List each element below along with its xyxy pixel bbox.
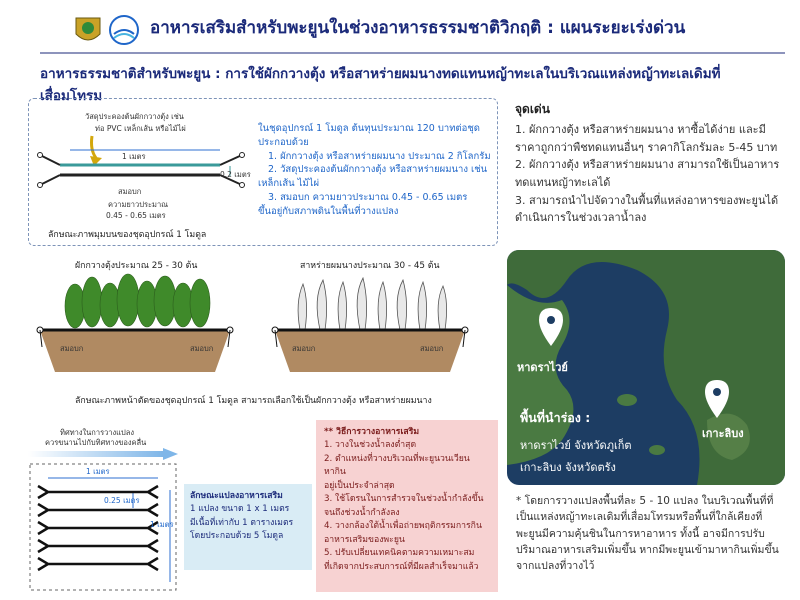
plot-length-label: 1 เมตร [86, 467, 110, 476]
plot-layout-diagram [29, 463, 177, 591]
plot-width-label: 1 เมตร [150, 520, 174, 529]
install-line: 4. วางกล้องใต้น้ำเพื่อถ่ายพฤติกรรมการกิน [324, 521, 482, 532]
info-line: ในชุดอุปกรณ์ 1 โมดูล ต้นทุนประมาณ 120 บา… [258, 123, 480, 134]
info-line: 3. สมอบก ความยาวประมาณ 0.45 - 0.65 เมตร [268, 191, 468, 203]
anchor-left-label: สมอบก [60, 344, 84, 353]
map-label-libong: เกาะลิบง [702, 427, 744, 440]
location-pin-icon [539, 308, 563, 346]
anchor-left-label-2: สมอบก [292, 344, 316, 353]
info-line: ขึ้นอยู่กับสภาพดินในพื้นที่วางแปลง [258, 205, 399, 217]
device-info: ในชุดอุปกรณ์ 1 โมดูล ต้นทุนประมาณ 120 บา… [258, 122, 498, 218]
device-width-label: 0.2 เมตร [220, 170, 251, 179]
install-line: จนถึงช่วงน้ำกำลังลง [324, 507, 400, 518]
seal-logo-left [72, 12, 104, 48]
install-line: 2. ตำแหน่งที่วางบริเวณที่พะยูนวนเวียนหาก… [324, 453, 470, 478]
title-divider [40, 52, 785, 54]
location-pin-icon [705, 380, 729, 418]
install-line: ที่เกิดจากประสบการณ์ที่มีผลสำเร็จมาแล้ว [324, 561, 479, 572]
plot-box-line: มีเนื้อที่เท่ากับ 1 ตารางเมตร [190, 517, 294, 528]
plot-box-line: โดยประกอบด้วย 5 โมดูล [190, 530, 284, 541]
device-caption: ลักษณะภาพมุมบนของชุดอุปกรณ์ 1 โมดูล [48, 230, 207, 240]
plot-box-title: ลักษณะแปลงอาหารเสริม [190, 491, 283, 501]
install-title: ** วิธีการวางอาหารเสริม [324, 427, 420, 437]
highlights: จุดเด่น 1. ผักกวางตุ้ง หรือสาหร่ายผมนาง … [515, 100, 785, 227]
seaweed-cross-section [271, 276, 469, 372]
device-top-view [37, 135, 245, 188]
pilot-area-map [507, 250, 785, 485]
anchor-length-1: ความยาวประมาณ [108, 200, 169, 209]
page-title: อาหารเสริมสำหรับพะยูนในช่วงอาหารธรรมชาติ… [150, 18, 686, 38]
plot-gap-label: 0.25 เมตร [104, 496, 140, 505]
highlight-item: 2. ผักกวางตุ้ง หรือสาหร่ายผมนาง สามารถใช… [515, 158, 780, 189]
device-length-label: 1 เมตร [122, 152, 146, 161]
plot-box-line: 1 แปลง ขนาด 1 x 1 เมตร [190, 504, 290, 515]
pilot-area-2: เกาะลิบง จังหวัดตรัง [520, 461, 616, 474]
anchor-right-label: สมอบก [190, 344, 214, 353]
direction-label-1: ทิศทางในการวางแปลง [60, 428, 135, 437]
install-line: อาหารเสริมของพะยูน [324, 534, 405, 545]
map-label-rawai: หาดราไวย์ [517, 361, 568, 374]
info-line: 1. ผักกวางตุ้ง หรือสาหร่ายผมนาง ประมาณ 2… [268, 150, 491, 162]
anchor-right-label-2: สมอบก [420, 344, 444, 353]
direction-label-2: ควรขนานไปกับทิศทางของคลื่น [45, 438, 147, 447]
seaweed-title: สาหร่ายผมนางประมาณ 30 - 45 ต้น [300, 261, 440, 271]
install-method-box: ** วิธีการวางอาหารเสริม 1. วางในช่วงน้ำล… [316, 420, 498, 592]
bokchoy-cross-section [36, 273, 234, 372]
highlight-item: 3. สามารถนำไปจัดวางในพื้นที่แหล่งอาหารขอ… [515, 193, 779, 225]
pilot-title: พื้นที่นำร่อง : [520, 410, 591, 425]
info-line: 2. วัสดุประคองต้นผักกวางตุ้ง หรือสาหร่าย… [268, 164, 488, 176]
page-subtitle: อาหารธรรมชาติสำหรับพะยูน : การใช้ผักกวาง… [40, 66, 721, 104]
install-line: 5. ปรับเปลี่ยนเทคนิคตามความเหมาะสม [324, 548, 475, 559]
info-line: เหล็กเส้น ไม้ไผ่ [258, 178, 320, 190]
device-anchor-label: สมอบก [118, 187, 142, 196]
highlight-item: 1. ผักกวางตุ้ง หรือสาหร่ายผมนาง หาซื้อได… [515, 123, 778, 154]
material-label-1: วัสดุประคองต้นผักกวางตุ้ง เช่น [85, 112, 184, 121]
cross-section-caption: ลักษณะภาพหน้าตัดของชุดอุปกรณ์ 1 โมดูล สา… [75, 396, 432, 406]
material-label-2: ท่อ PVC เหล็กเส้น หรือไม้ไผ่ [95, 124, 186, 133]
footnote: * โดยการวางแปลงพื้นที่ละ 5 - 10 แปลง ในบ… [516, 495, 779, 573]
highlights-title: จุดเด่น [515, 102, 550, 116]
device-panel [28, 98, 498, 246]
install-line: อยู่เป็นประจำล่าสุด [324, 480, 395, 491]
install-line: 1. วางในช่วงน้ำลงต่ำสุด [324, 440, 417, 451]
seal-logo-right [108, 12, 140, 48]
plot-info-box: ลักษณะแปลงอาหารเสริม 1 แปลง ขนาด 1 x 1 เ… [184, 484, 312, 570]
wave-direction-arrow [28, 448, 178, 460]
bokchoy-title: ผักกวางตุ้งประมาณ 25 - 30 ต้น [75, 261, 198, 271]
info-line: ประกอบด้วย [258, 136, 309, 148]
pilot-area-1: หาดราไวย์ จังหวัดภูเก็ต [520, 439, 632, 452]
anchor-length-2: 0.45 - 0.65 เมตร [106, 211, 166, 220]
install-line: 3. ใช้โดรนในการสำรวจในช่วงน้ำกำลังขึ้น [324, 494, 484, 505]
